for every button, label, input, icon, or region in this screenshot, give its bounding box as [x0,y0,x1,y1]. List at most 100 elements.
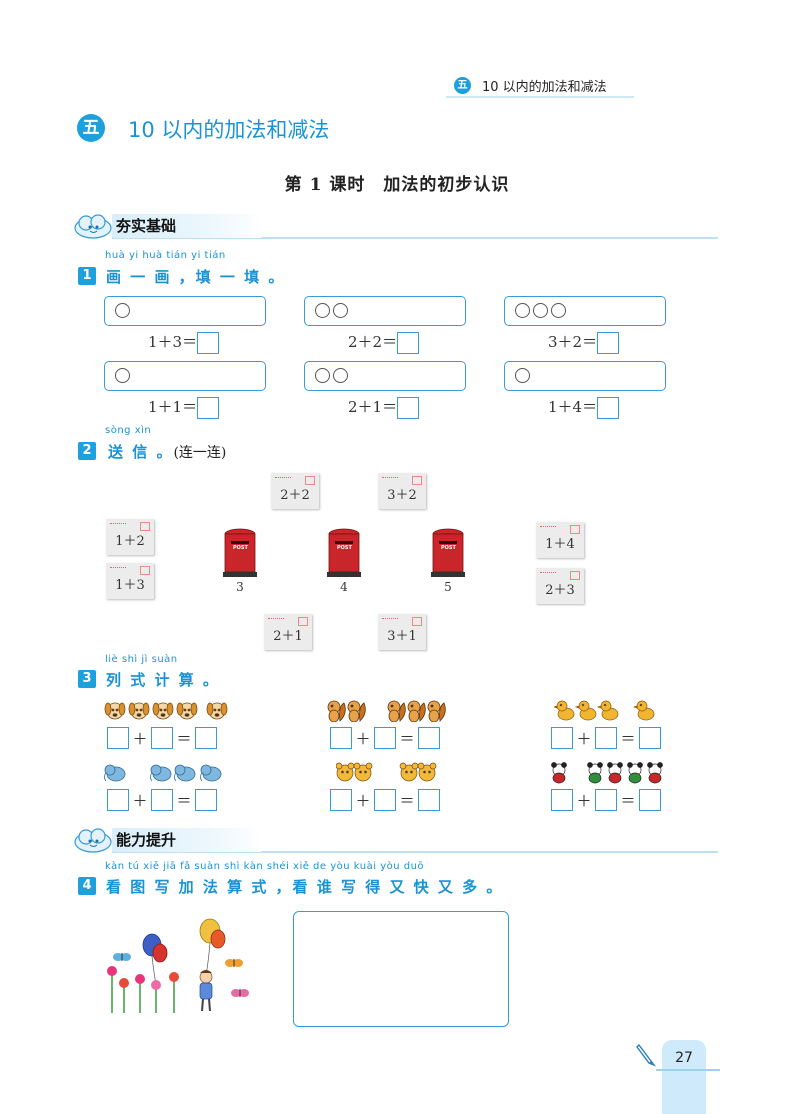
equation-text: 1＋3＝ [148,333,198,351]
addend-box[interactable] [374,789,396,811]
puppy-group-icon [104,702,228,720]
draw-box[interactable] [104,296,266,326]
equation: 2＋1＝ [348,396,420,419]
running-header: 五 10 以内的加法和减法 [446,74,634,98]
addend-box[interactable] [595,727,617,749]
equation-text: 2＋1＝ [348,398,398,416]
mailbox-tag: POST [233,545,248,551]
answer-box[interactable] [397,397,420,419]
q3-squirrels-picture [326,698,450,723]
envelope-label: 1＋3 [115,578,145,593]
draw-box[interactable] [504,361,666,391]
answer-box[interactable] [597,397,620,419]
stamp-icon [570,571,580,580]
addend-box[interactable] [107,789,129,811]
pencil-icon [636,1043,657,1067]
balloons-flowers-butterflies-icon [107,918,249,1013]
envelope-lines [275,477,291,481]
addend-box[interactable] [330,727,352,749]
circle-icon [315,368,330,383]
sum-box[interactable] [195,789,217,811]
answer-box[interactable] [197,397,220,419]
circle-group [115,368,133,387]
q2-text-main: 送 信 。 [108,443,174,461]
q1-number: 1 [78,267,96,285]
envelope-lines [110,567,126,571]
q3-tigers-picture [335,760,440,784]
q3-text: 列 式 计 算 。 [106,671,220,689]
draw-box[interactable] [104,361,266,391]
circle-icon [315,303,330,318]
chick-group-icon [552,700,655,721]
addend-box[interactable] [374,727,396,749]
circle-icon [333,303,348,318]
envelope-card[interactable]: 2＋2 [271,473,319,509]
addend-box[interactable] [330,789,352,811]
answer-box[interactable] [197,332,220,354]
mailbox-icon[interactable] [326,528,362,578]
sum-box[interactable] [639,727,661,749]
stamp-icon [140,522,150,531]
draw-box[interactable] [504,296,666,326]
envelope-card[interactable]: 2＋3 [536,568,584,604]
circle-group [115,303,133,322]
equation-text: 3＋2＝ [548,333,598,351]
plus-sign: ＋ [132,729,148,748]
envelope-lines [110,523,126,527]
equation-text: 1＋1＝ [148,398,198,416]
draw-box[interactable] [304,296,466,326]
addend-box[interactable] [551,727,573,749]
circle-group [315,303,351,322]
equation-text: 1＋4＝ [548,398,598,416]
section-header-basic: 夯实基础 [72,212,718,240]
addend-box[interactable] [151,727,173,749]
answer-box[interactable] [397,332,420,354]
envelope-card[interactable]: 1＋2 [106,519,154,555]
draw-box[interactable] [304,361,466,391]
mailbox-number: 5 [444,580,452,594]
q3-pandas-picture [548,760,670,784]
cloud-mascot-icon [74,214,112,239]
equation: 1＋4＝ [548,396,620,419]
section-header-advanced: 能力提升 [72,826,718,854]
envelope-card[interactable]: 2＋1 [264,614,312,650]
envelope-card[interactable]: 3＋1 [378,614,426,650]
q3-dogs-picture [104,698,229,722]
envelope-card[interactable]: 1＋4 [536,522,584,558]
circle-icon [515,368,530,383]
q4-text: 看 图 写 加 法 算 式 ，看 谁 写 得 又 快 又 多 。 [106,878,504,896]
equation-text: 2＋2＝ [348,333,398,351]
envelope-card[interactable]: 1＋3 [106,563,154,599]
addend-box[interactable] [551,789,573,811]
mailbox-number: 3 [236,580,244,594]
circle-group [315,368,351,387]
addend-box[interactable] [151,789,173,811]
mailbox-icon[interactable] [222,528,258,578]
envelope-lines [268,618,284,622]
answer-box[interactable] [597,332,620,354]
addend-box[interactable] [595,789,617,811]
equals-sign: ＝ [176,729,192,748]
circle-group [515,303,569,322]
stamp-icon [305,476,315,485]
equals-sign: ＝ [399,791,415,810]
circle-icon [115,303,130,318]
q4-number: 4 [78,877,96,895]
q4-answer-box[interactable] [293,911,509,1027]
unit-badge: 五 [77,114,105,142]
envelope-label: 1＋4 [545,537,575,552]
envelope-card[interactable]: 3＋2 [378,473,426,509]
equals-sign: ＝ [399,729,415,748]
mailbox-icon[interactable] [430,528,466,578]
sum-box[interactable] [195,727,217,749]
equals-sign: ＝ [620,729,636,748]
squirrel-group-icon [327,700,446,723]
plus-sign: ＋ [576,791,592,810]
cloud-mascot-icon [74,828,112,853]
sum-box[interactable] [639,789,661,811]
envelope-lines [382,618,398,622]
sum-box[interactable] [418,789,440,811]
sum-box[interactable] [418,727,440,749]
elephant-group-icon [104,764,222,782]
addend-box[interactable] [107,727,129,749]
